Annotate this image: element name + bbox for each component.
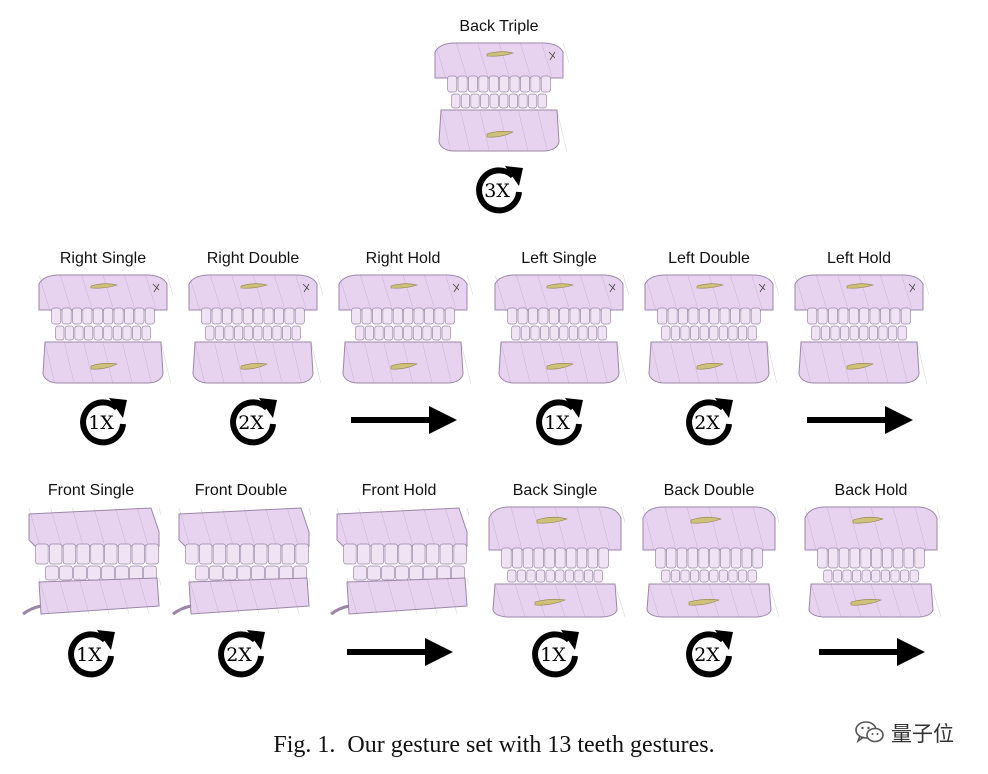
watermark-text: 量子位 bbox=[891, 722, 954, 746]
gesture-right-hold: Right Hold bbox=[328, 248, 478, 450]
repeat-symbol: 1X bbox=[480, 622, 630, 682]
gesture-right-single: Right Single 1X bbox=[28, 248, 178, 450]
teeth-model-image bbox=[494, 274, 629, 384]
figure-number: Fig. 1. bbox=[273, 732, 336, 758]
gesture-front-single: Front Single 1X bbox=[16, 480, 166, 682]
gesture-label: Front Double bbox=[194, 482, 288, 499]
gesture-label: Back Triple bbox=[459, 18, 539, 35]
repeat-icon: 3X bbox=[476, 166, 523, 214]
wechat-icon bbox=[855, 721, 884, 744]
gesture-back-hold: Back Hold bbox=[796, 480, 946, 682]
repeat-icon: 1X bbox=[532, 630, 579, 678]
gesture-label: Front Hold bbox=[361, 482, 437, 499]
repeat-count-label: 2X bbox=[694, 644, 720, 666]
repeat-count-label: 1X bbox=[88, 412, 114, 434]
repeat-count-label: 2X bbox=[694, 412, 720, 434]
arrow-right-icon bbox=[819, 638, 925, 666]
teeth-model-image bbox=[38, 274, 173, 384]
repeat-icon: 1X bbox=[80, 398, 127, 446]
teeth-model-image bbox=[172, 507, 311, 616]
gesture-label: Back Single bbox=[512, 482, 598, 499]
teeth-model-image bbox=[794, 274, 929, 384]
repeat-symbol: 2X bbox=[634, 390, 784, 450]
gesture-label: Right Single bbox=[59, 250, 147, 267]
arrow-right-icon bbox=[351, 406, 457, 434]
repeat-symbol: 2X bbox=[634, 622, 784, 682]
repeat-symbol: 1X bbox=[484, 390, 634, 450]
repeat-icon: 2X bbox=[686, 630, 733, 678]
gesture-front-hold: Front Hold bbox=[324, 480, 474, 682]
repeat-symbol: 2X bbox=[166, 622, 316, 682]
gesture-label: Right Hold bbox=[365, 250, 441, 267]
hold-symbol bbox=[324, 622, 474, 682]
repeat-count-label: 1X bbox=[76, 644, 102, 666]
gesture-label: Left Single bbox=[521, 250, 597, 267]
repeat-symbol: 3X bbox=[424, 158, 574, 218]
repeat-count-label: 2X bbox=[226, 644, 252, 666]
arrow-right-icon bbox=[807, 406, 913, 434]
figure-caption: Fig. 1. Our gesture set with 13 teeth ges… bbox=[0, 732, 988, 759]
teeth-model-image bbox=[488, 506, 625, 618]
repeat-symbol: 2X bbox=[178, 390, 328, 450]
repeat-icon: 2X bbox=[686, 398, 733, 446]
teeth-model-image bbox=[22, 507, 161, 616]
teeth-model-image bbox=[642, 506, 779, 618]
gesture-front-double: Front Double 2X bbox=[166, 480, 316, 682]
gesture-back-single: Back Single 1X bbox=[480, 480, 630, 682]
hold-symbol bbox=[784, 390, 934, 450]
hold-symbol bbox=[796, 622, 946, 682]
repeat-icon: 2X bbox=[230, 398, 277, 446]
repeat-count-label: 1X bbox=[540, 644, 566, 666]
repeat-symbol: 1X bbox=[28, 390, 178, 450]
hold-symbol bbox=[328, 390, 478, 450]
gesture-label: Back Double bbox=[663, 482, 755, 499]
teeth-model-image bbox=[434, 42, 569, 152]
gesture-label: Front Single bbox=[47, 482, 135, 499]
gesture-left-single: Left Single 1X bbox=[484, 248, 634, 450]
repeat-symbol: 1X bbox=[16, 622, 166, 682]
teeth-model-image bbox=[188, 274, 323, 384]
teeth-model-image bbox=[338, 274, 473, 384]
gesture-label: Right Double bbox=[206, 250, 300, 267]
repeat-count-label: 1X bbox=[544, 412, 570, 434]
arrow-right-icon bbox=[347, 638, 453, 666]
gesture-label: Back Hold bbox=[834, 482, 908, 499]
gesture-left-double: Left Double 2X bbox=[634, 248, 784, 450]
teeth-model-image bbox=[804, 506, 941, 618]
gesture-back-triple: Back Triple 3X bbox=[424, 16, 574, 218]
repeat-icon: 1X bbox=[536, 398, 583, 446]
gesture-label: Left Double bbox=[668, 250, 750, 267]
repeat-icon: 2X bbox=[218, 630, 265, 678]
repeat-icon: 1X bbox=[68, 630, 115, 678]
teeth-model-image bbox=[644, 274, 779, 384]
caption-text: Our gesture set with 13 teeth gestures. bbox=[347, 732, 715, 758]
teeth-model-image bbox=[330, 507, 469, 616]
gesture-right-double: Right Double 2X bbox=[178, 248, 328, 450]
gesture-left-hold: Left Hold bbox=[784, 248, 934, 450]
gesture-back-double: Back Double 2X bbox=[634, 480, 784, 682]
repeat-count-label: 3X bbox=[484, 180, 510, 202]
gesture-label: Left Hold bbox=[826, 250, 892, 267]
repeat-count-label: 2X bbox=[238, 412, 264, 434]
watermark: 量子位 bbox=[855, 718, 954, 748]
